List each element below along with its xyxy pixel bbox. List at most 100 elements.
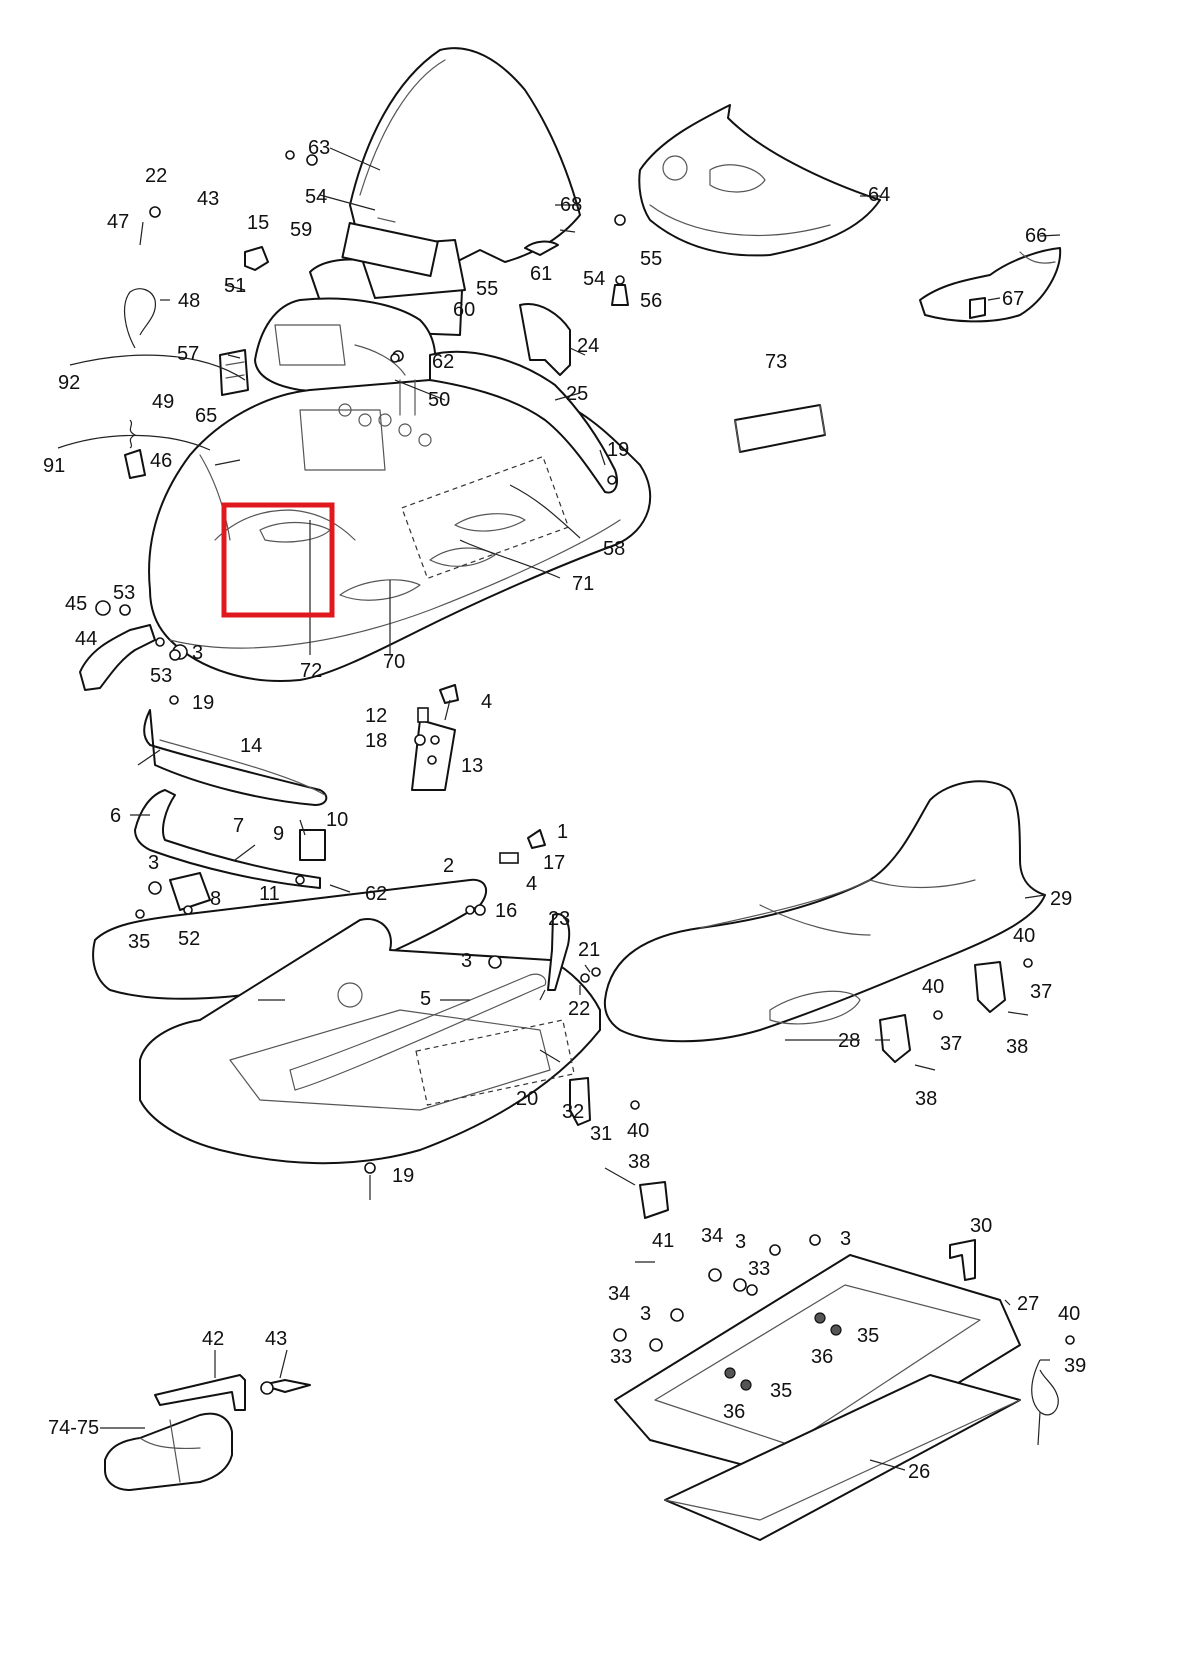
callout-52: 52 xyxy=(178,928,200,950)
callout-36-b: 36 xyxy=(723,1401,745,1423)
callout-11: 11 xyxy=(259,883,280,905)
callout-14: 14 xyxy=(240,735,262,757)
callout-61: 61 xyxy=(530,263,552,285)
callout-6: 6 xyxy=(110,805,121,827)
callout-46: 46 xyxy=(150,450,172,472)
callout-12: 12 xyxy=(365,705,387,727)
callout-3-f: 3 xyxy=(640,1303,651,1325)
callout-62-b: 62 xyxy=(365,883,387,905)
callout-64: 64 xyxy=(868,184,890,206)
callout-1: 1 xyxy=(557,821,568,843)
callout-24: 24 xyxy=(577,335,599,357)
highlight-box xyxy=(221,502,335,618)
callout-15: 15 xyxy=(247,212,269,234)
callout-92: 92 xyxy=(58,372,80,394)
callout-40: 40 xyxy=(1013,925,1035,947)
callout-68: 68 xyxy=(560,194,582,216)
callout-53-b: 53 xyxy=(150,665,172,687)
callout-3-c: 3 xyxy=(461,950,472,972)
callout-19-c: 19 xyxy=(392,1165,414,1187)
callout-91: 91 xyxy=(43,455,65,477)
callout-labels: 63 54 68 64 66 67 22 43 47 15 59 48 51 5… xyxy=(43,137,1086,1483)
callout-39: 39 xyxy=(1064,1355,1086,1377)
callout-63: 63 xyxy=(308,137,330,159)
callout-26: 26 xyxy=(908,1461,930,1483)
callout-38: 38 xyxy=(1006,1036,1028,1058)
leader-lines xyxy=(100,147,1061,1471)
callout-40-d: 40 xyxy=(1058,1303,1080,1325)
callout-35: 35 xyxy=(128,931,150,953)
callout-29: 29 xyxy=(1050,888,1072,910)
callout-4-b: 4 xyxy=(526,873,537,895)
callout-62: 62 xyxy=(432,351,454,373)
lower-body xyxy=(92,878,601,1165)
callout-73: 73 xyxy=(765,351,787,373)
callout-19: 19 xyxy=(607,439,629,461)
callout-10: 10 xyxy=(326,809,348,831)
callout-54-b: 54 xyxy=(583,268,605,290)
callout-20: 20 xyxy=(516,1088,538,1110)
callout-67: 67 xyxy=(1002,288,1024,310)
callout-28: 28 xyxy=(838,1030,860,1052)
storage-tray xyxy=(614,1254,1021,1541)
callout-35-b: 35 xyxy=(857,1325,879,1347)
callout-34: 34 xyxy=(701,1225,723,1247)
hardware xyxy=(57,150,1075,1446)
callout-66: 66 xyxy=(1025,225,1047,247)
callout-50: 50 xyxy=(428,389,450,411)
callout-30: 30 xyxy=(970,1215,992,1237)
callout-40-b: 40 xyxy=(922,976,944,998)
callout-43-b: 43 xyxy=(265,1328,287,1350)
callout-27: 27 xyxy=(1017,1293,1039,1315)
callout-56: 56 xyxy=(640,290,662,312)
callout-5: 5 xyxy=(420,988,431,1010)
callout-53: 53 xyxy=(113,582,135,604)
callout-3-d: 3 xyxy=(735,1231,746,1253)
fender-panel xyxy=(429,303,618,494)
side-trim xyxy=(919,247,1062,323)
callout-37: 37 xyxy=(1030,981,1052,1003)
callout-25: 25 xyxy=(566,383,588,405)
callout-47: 47 xyxy=(107,211,129,233)
callout-17: 17 xyxy=(543,852,565,874)
callout-37-b: 37 xyxy=(940,1033,962,1055)
callout-71: 71 xyxy=(572,573,594,595)
callout-74-75: 74-75 xyxy=(48,1417,99,1439)
callout-2: 2 xyxy=(443,855,454,877)
callout-51: 51 xyxy=(224,275,246,297)
callout-22-b: 22 xyxy=(568,998,590,1020)
callout-16: 16 xyxy=(495,900,517,922)
callout-41: 41 xyxy=(652,1230,674,1252)
callout-33: 33 xyxy=(748,1258,770,1280)
callout-21: 21 xyxy=(578,939,600,961)
callout-43: 43 xyxy=(197,188,219,210)
callout-13: 13 xyxy=(461,755,483,777)
callout-19-b: 19 xyxy=(192,692,214,714)
callout-65: 65 xyxy=(195,405,217,427)
callout-44: 44 xyxy=(75,628,97,650)
callout-18: 18 xyxy=(365,730,387,752)
callout-32: 32 xyxy=(562,1101,584,1123)
callout-9: 9 xyxy=(273,823,284,845)
rear-cover xyxy=(638,104,881,257)
callout-55-b: 55 xyxy=(640,248,662,270)
callout-38-c: 38 xyxy=(628,1151,650,1173)
callout-42: 42 xyxy=(202,1328,224,1350)
first-aid-bag xyxy=(104,1374,246,1491)
callout-22: 22 xyxy=(145,165,167,187)
callout-35-c: 35 xyxy=(770,1380,792,1402)
callout-55: 55 xyxy=(476,278,498,300)
callout-59: 59 xyxy=(290,219,312,241)
callout-23: 23 xyxy=(548,908,570,930)
callout-8: 8 xyxy=(210,888,221,910)
callout-33-b: 33 xyxy=(610,1346,632,1368)
callout-40-c: 40 xyxy=(627,1120,649,1142)
callout-3-b: 3 xyxy=(148,852,159,874)
callout-57: 57 xyxy=(177,343,199,365)
callout-49: 49 xyxy=(152,391,174,413)
callout-72: 72 xyxy=(300,660,322,682)
seat xyxy=(603,780,1046,1043)
callout-58: 58 xyxy=(603,538,625,560)
callout-34-b: 34 xyxy=(608,1283,630,1305)
